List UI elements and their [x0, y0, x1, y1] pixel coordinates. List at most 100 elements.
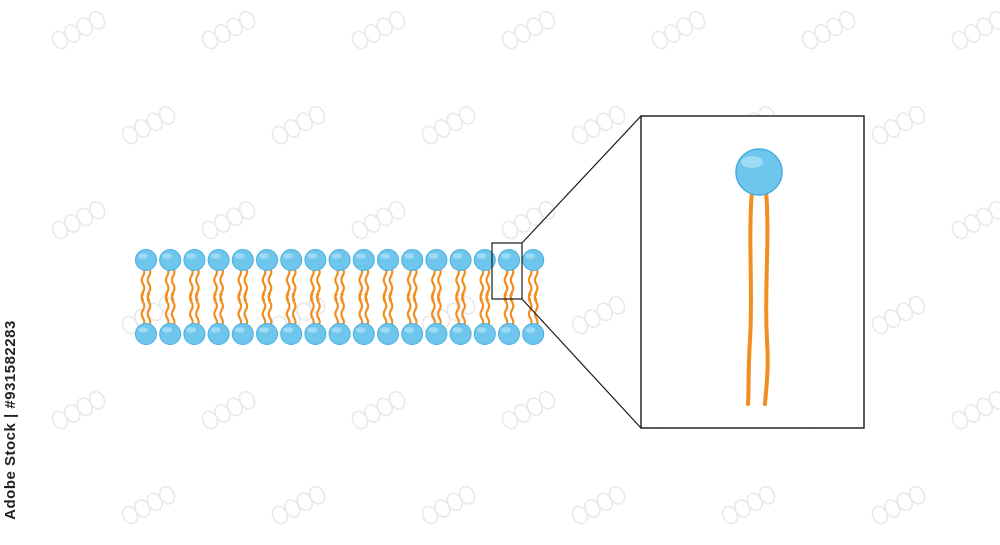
inner-tail-1	[261, 292, 267, 328]
outer-head-highlight	[380, 253, 390, 259]
watermark-loop	[838, 10, 856, 30]
watermark-mark	[51, 200, 106, 240]
watermark-loop	[146, 112, 164, 132]
inner-tail-1	[358, 292, 364, 328]
watermark-loop	[421, 505, 439, 525]
watermark-loop	[308, 105, 326, 125]
watermark-loop	[526, 17, 544, 37]
watermark-loop	[976, 207, 994, 227]
watermark-loop	[434, 119, 451, 138]
watermark-loop	[676, 17, 694, 37]
watermark-loop	[226, 17, 244, 37]
watermark-loop	[584, 119, 601, 138]
watermark-loop	[351, 220, 369, 240]
inner-tail-2	[146, 292, 152, 328]
inner-head-highlight	[186, 327, 197, 333]
inner-tail-1	[310, 292, 315, 328]
watermark-loop	[964, 404, 981, 423]
inner-phosphate-head	[498, 323, 520, 345]
watermark-loop	[538, 200, 556, 220]
inner-tail-2	[412, 292, 418, 328]
outer-head-highlight	[186, 253, 197, 259]
watermark-loop	[76, 207, 94, 227]
inner-leaflet-heads	[135, 323, 545, 345]
outer-phosphate-head	[425, 249, 448, 271]
outer-head-highlight	[162, 253, 173, 259]
watermark-loop	[376, 17, 394, 37]
outer-leaflet-heads	[135, 249, 545, 271]
watermark-loop	[296, 112, 314, 132]
watermark-loop	[434, 499, 451, 518]
inner-head-highlight	[525, 327, 536, 333]
outer-phosphate-head	[135, 249, 157, 271]
watermark-loop	[976, 397, 994, 417]
outer-head-highlight	[501, 253, 511, 259]
watermark-loop	[458, 485, 476, 505]
inner-head-highlight	[380, 327, 390, 333]
watermark-loop	[51, 410, 69, 430]
watermark-loop	[158, 485, 176, 505]
watermark-loop	[88, 10, 106, 30]
inner-tail-2	[267, 292, 273, 328]
watermark-mark	[201, 390, 256, 430]
outer-head-highlight	[404, 253, 415, 259]
inner-tail-1	[334, 292, 339, 328]
zoom-selection-box	[491, 242, 523, 300]
inner-tail-2	[461, 292, 466, 328]
inner-tail-1	[406, 292, 412, 328]
inner-tail-1	[213, 292, 218, 328]
watermark-loop	[596, 492, 614, 512]
inner-tail-1	[431, 292, 436, 328]
inner-head-highlight	[404, 327, 415, 333]
outer-phosphate-head	[231, 249, 254, 271]
watermark-loop	[364, 24, 381, 43]
inner-tail-2	[437, 292, 442, 328]
inner-phosphate-head	[304, 323, 327, 345]
zoomed-phospholipid	[735, 148, 783, 406]
outer-phosphate-head	[159, 249, 182, 271]
watermark-loop	[688, 10, 706, 30]
watermark-loop	[308, 295, 326, 315]
watermark-loop	[896, 302, 914, 322]
watermark-loop	[146, 492, 164, 512]
inner-head-highlight	[162, 327, 173, 333]
watermark-mark	[351, 10, 406, 50]
outer-phosphate-head	[256, 249, 278, 271]
watermark-loop	[64, 24, 81, 43]
watermark-loop	[296, 492, 314, 512]
watermark-loop	[388, 10, 406, 30]
watermark-loop	[801, 30, 819, 50]
watermark-loop	[514, 404, 531, 423]
watermark-loop	[571, 505, 589, 525]
watermark-loop	[814, 24, 831, 43]
zoomed-fatty-acid-tail-1	[746, 188, 754, 406]
inner-tail-1	[189, 292, 194, 328]
watermark-loop	[351, 30, 369, 50]
watermark-loop	[746, 492, 764, 512]
watermark-loop	[871, 125, 889, 145]
watermark-loop	[271, 125, 289, 145]
watermark-loop	[446, 492, 464, 512]
outer-head-highlight	[138, 253, 148, 259]
inner-phosphate-head	[280, 323, 303, 345]
inner-phosphate-head	[183, 323, 206, 345]
watermark-loop	[514, 24, 531, 43]
watermark-loop	[908, 485, 926, 505]
watermark-loop	[214, 404, 231, 423]
watermark-loop	[351, 410, 369, 430]
background-watermark	[51, 10, 1000, 525]
watermark-loop	[201, 220, 219, 240]
inner-tail-2	[195, 292, 200, 328]
watermark-loop	[514, 214, 531, 233]
inner-tail-1	[503, 292, 509, 328]
fatty-acid-tails	[140, 266, 539, 328]
inner-head-highlight	[138, 327, 148, 333]
watermark-loop	[158, 105, 176, 125]
watermark-mark	[51, 390, 106, 430]
watermark-loop	[571, 315, 589, 335]
watermark-mark	[201, 200, 256, 240]
outer-head-highlight	[331, 253, 342, 259]
watermark-loop	[608, 295, 626, 315]
watermark-loop	[908, 105, 926, 125]
inner-tail-2	[388, 292, 394, 328]
